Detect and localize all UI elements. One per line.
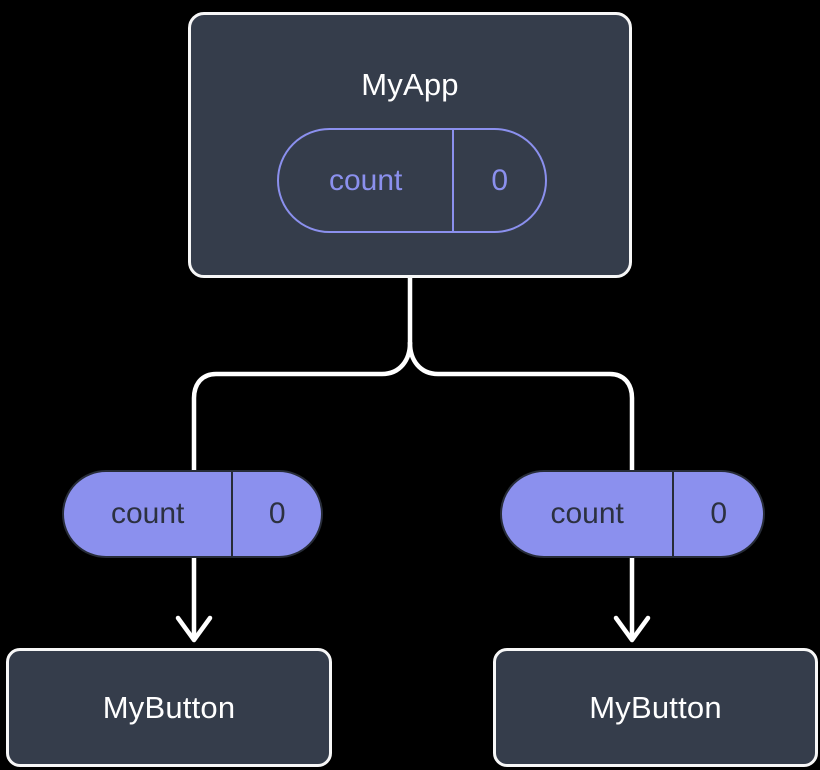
prop-value-label: 0 bbox=[710, 497, 728, 530]
arrowhead-left bbox=[175, 615, 213, 643]
state-key-label: count bbox=[279, 130, 455, 231]
state-capsule-myapp[interactable]: count 0 bbox=[277, 128, 547, 233]
prop-key-label: count bbox=[502, 472, 675, 556]
arrowhead-right bbox=[613, 615, 651, 643]
prop-value-label: 0 bbox=[268, 497, 286, 530]
component-node-mybutton-left[interactable]: MyButton bbox=[6, 648, 332, 767]
component-title-mybutton: MyButton bbox=[102, 690, 236, 725]
state-value-label: 0 bbox=[491, 163, 509, 197]
prop-capsule-left[interactable]: count 0 bbox=[62, 470, 323, 558]
component-title-myapp: MyApp bbox=[361, 67, 459, 102]
edge-to-right-child bbox=[407, 340, 635, 473]
component-node-mybutton-right[interactable]: MyButton bbox=[493, 648, 818, 767]
edge-to-left-child bbox=[191, 340, 413, 473]
component-title-mybutton: MyButton bbox=[589, 690, 722, 725]
prop-key-label: count bbox=[64, 472, 234, 556]
prop-capsule-right[interactable]: count 0 bbox=[500, 470, 765, 558]
